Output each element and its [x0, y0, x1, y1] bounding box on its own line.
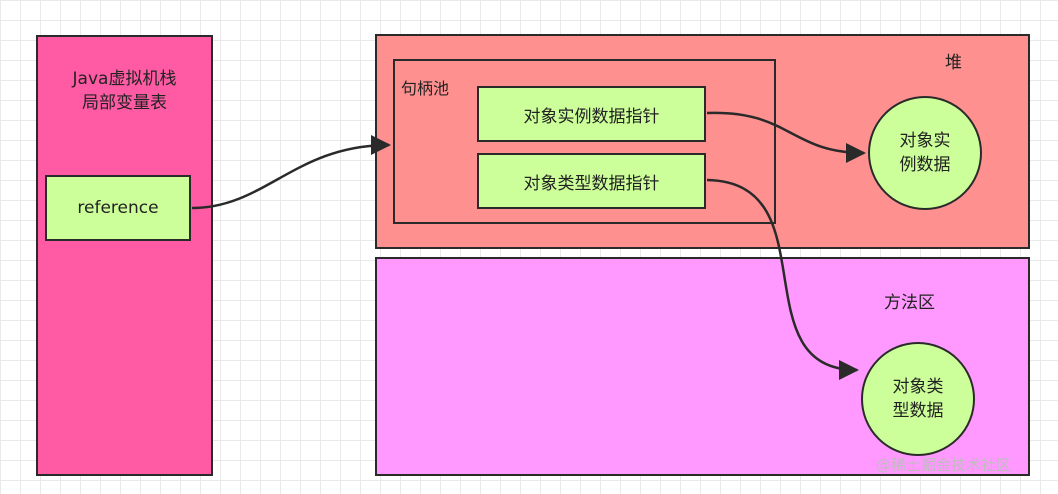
stack-title: Java虚拟机栈 局部变量表 [72, 69, 177, 113]
type-data-node: 对象类 型数据 [861, 342, 975, 456]
reference-node: reference [45, 175, 191, 241]
method-area-label: 方法区 [884, 293, 935, 313]
instance-data-pointer: 对象实例数据指针 [477, 86, 706, 142]
instance-data-node: 对象实 例数据 [868, 96, 982, 210]
arrow-reference-to-handle-pool [191, 135, 391, 210]
watermark: @稀土掘金技术社区 [876, 456, 1012, 474]
handle-pool [393, 59, 776, 224]
jvm-stack-frame: Java虚拟机栈 局部变量表 [36, 35, 213, 476]
heap-label: 堆 [945, 53, 962, 73]
arrow-type-pointer-to-type-data [706, 178, 859, 380]
type-data-pointer: 对象类型数据指针 [477, 153, 706, 209]
arrow-instance-pointer-to-instance-data [706, 111, 866, 163]
handle-pool-label: 句柄池 [401, 79, 450, 98]
